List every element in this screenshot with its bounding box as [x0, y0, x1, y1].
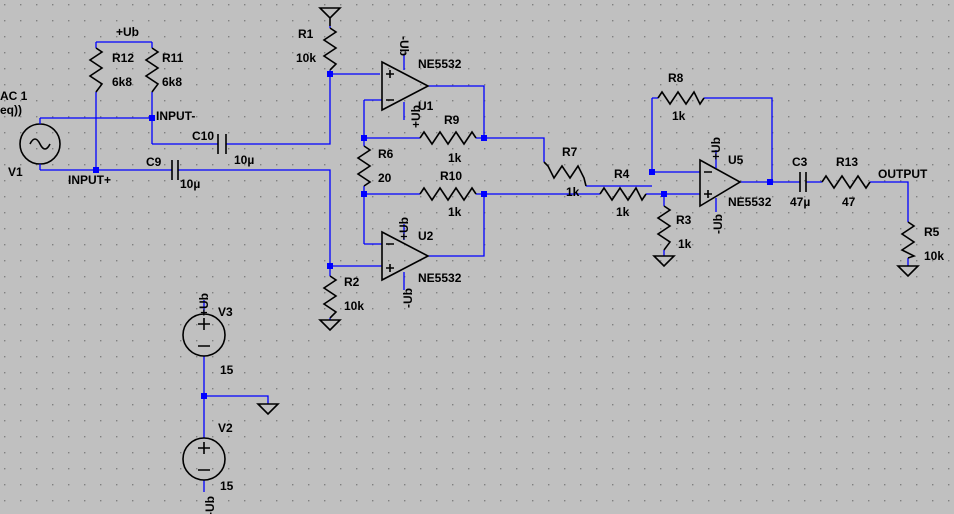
input-plus-label: INPUT+ [68, 173, 111, 187]
r3-ref: R3 [676, 213, 692, 227]
ground-symbols [256, 7, 920, 416]
r7-value: 1k [566, 185, 580, 199]
r13-value: 47 [842, 195, 856, 209]
u5-neg-supply: -Ub [711, 214, 725, 234]
resistor-r1[interactable] [322, 27, 338, 74]
r11-value: 6k8 [162, 75, 182, 89]
c10-value: 10µ [234, 153, 254, 167]
labels: AC 1 eq)) V1 +Ub R12 6k8 R11 6k8 INPUT- … [0, 25, 944, 514]
u5-pos-supply: +Ub [709, 137, 723, 160]
capacitor-c10[interactable] [217, 134, 227, 154]
input-minus-label: INPUT- [156, 109, 195, 123]
r1-ref: R1 [298, 27, 314, 41]
opamp-u5[interactable] [699, 150, 742, 212]
u1-ref: U1 [418, 99, 434, 113]
c9-ref: C9 [146, 155, 162, 169]
resistor-r4[interactable] [599, 186, 647, 202]
v1-ref: V1 [8, 165, 23, 179]
v1-value-line1: AC 1 [0, 89, 28, 103]
u1-pos-supply: +Ub [409, 105, 423, 128]
v2-value: 15 [220, 479, 234, 493]
resistor-r5[interactable] [900, 221, 917, 259]
u2-ref: U2 [418, 229, 434, 243]
r12-value: 6k8 [112, 75, 132, 89]
v2-neg-supply: -Ub [203, 496, 217, 514]
r12-ref: R12 [112, 51, 134, 65]
resistor-r3[interactable] [656, 205, 672, 251]
u5-part: NE5532 [728, 195, 772, 209]
opamp-u1[interactable] [381, 54, 430, 120]
c10-ref: C10 [192, 129, 214, 143]
r2-ref: R2 [344, 275, 360, 289]
r13-ref: R13 [836, 155, 858, 169]
capacitor-c9[interactable] [171, 160, 179, 180]
r5-value: 10k [924, 249, 944, 263]
u1-part: NE5532 [418, 57, 462, 71]
resistor-r10[interactable] [419, 186, 477, 202]
r6-value: 20 [378, 171, 392, 185]
r8-value: 1k [672, 109, 686, 123]
u2-part: NE5532 [418, 271, 462, 285]
output-label: OUTPUT [878, 167, 928, 181]
capacitor-c3[interactable] [799, 172, 807, 192]
resistor-r12[interactable] [88, 47, 104, 93]
r11-ref: R11 [162, 51, 184, 65]
v2-ref: V2 [218, 421, 233, 435]
resistor-r7[interactable] [543, 161, 587, 187]
r8-ref: R8 [668, 71, 684, 85]
c3-ref: C3 [792, 155, 808, 169]
u5-ref: U5 [728, 153, 744, 167]
opamp-u2[interactable] [381, 224, 430, 290]
pos-supply-label-top: +Ub [116, 25, 139, 39]
resistor-r2[interactable] [322, 275, 338, 319]
resistor-r8[interactable] [657, 90, 705, 106]
r4-value: 1k [616, 205, 630, 219]
resistor-r11[interactable] [144, 47, 160, 93]
voltage-source-v3[interactable] [182, 313, 226, 357]
resistor-r13[interactable] [821, 174, 871, 190]
v3-ref: V3 [218, 305, 233, 319]
v3-pos-supply: +Ub [197, 293, 211, 316]
r9-ref: R9 [444, 113, 460, 127]
v1-value-line2: eq)) [0, 103, 22, 117]
r2-value: 10k [344, 299, 364, 313]
u2-neg-supply: -Ub [401, 288, 415, 308]
r9-value: 1k [448, 151, 462, 165]
r3-value: 1k [678, 237, 692, 251]
voltage-source-v1[interactable] [19, 118, 61, 170]
r10-value: 1k [448, 205, 462, 219]
c9-value: 10µ [180, 177, 200, 191]
wires [40, 26, 909, 492]
r6-ref: R6 [378, 147, 394, 161]
r7-ref: R7 [562, 145, 578, 159]
r4-ref: R4 [614, 167, 630, 181]
r5-ref: R5 [924, 225, 940, 239]
resistor-r6[interactable] [356, 145, 372, 187]
resistor-r9[interactable] [419, 130, 477, 146]
u1-neg-supply: -Ub [397, 36, 411, 56]
c3-value: 47µ [790, 195, 810, 209]
v3-value: 15 [220, 363, 234, 377]
u2-pos-supply: +Ub [397, 217, 411, 240]
r10-ref: R10 [440, 169, 462, 183]
r1-value: 10k [296, 51, 316, 65]
voltage-source-v2[interactable] [182, 437, 226, 481]
